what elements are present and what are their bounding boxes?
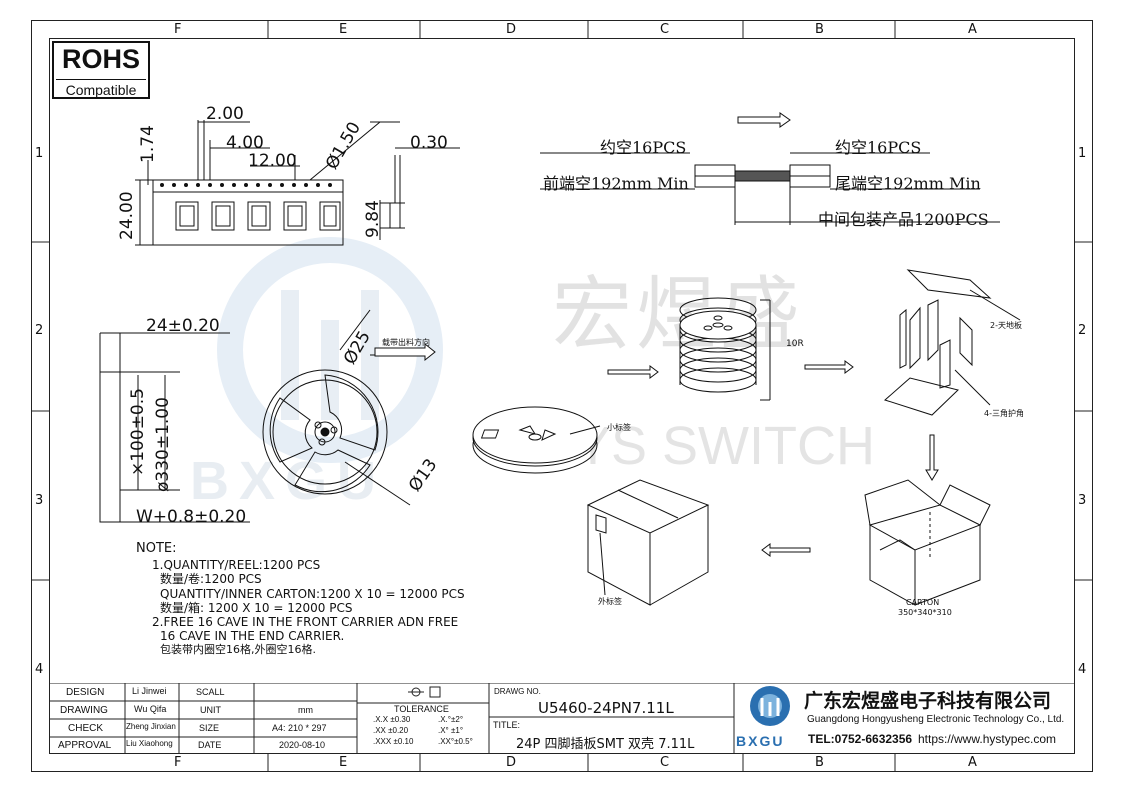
drawing-inner-frame bbox=[49, 38, 1075, 754]
trailer-right-top: 约空16PCS bbox=[835, 138, 922, 157]
tolerance-value: .X° ±1° bbox=[438, 726, 464, 735]
zone-row-right: 4 bbox=[1078, 662, 1087, 677]
note-heading: NOTE: bbox=[136, 541, 177, 556]
zone-col-top: F bbox=[174, 22, 182, 37]
dim-pitch-hole: 4.00 bbox=[226, 133, 264, 153]
zone-col-bottom: C bbox=[660, 755, 670, 770]
packing-flow-drawing bbox=[472, 269, 1021, 606]
company-name-chinese: 广东宏煜盛电子科技有限公司 bbox=[804, 690, 1052, 712]
rohs-title: ROHS bbox=[61, 44, 140, 74]
note-line: 数量/卷:1200 PCS bbox=[160, 572, 262, 586]
design-label: DESIGN bbox=[66, 687, 105, 698]
tolerance-value: .XXX ±0.10 bbox=[373, 737, 414, 746]
zone-col-top: B bbox=[815, 22, 824, 37]
drawing-label: DRAWING bbox=[60, 705, 108, 716]
zone-row-left: 4 bbox=[35, 662, 44, 677]
zone-row-left: 2 bbox=[35, 323, 44, 338]
dim-pitch-part: 12.00 bbox=[248, 151, 297, 171]
note-line: 2.FREE 16 CAVE IN THE FRONT CARRIER ADN … bbox=[152, 615, 459, 629]
watermark-chinese: 宏煜盛 bbox=[552, 268, 804, 361]
outer-label-text: 外标签 bbox=[598, 597, 622, 606]
top-board-label: 2-天地板 bbox=[990, 321, 1022, 330]
note-line: QUANTITY/INNER CARTON:1200 X 10 = 12000 … bbox=[160, 587, 465, 601]
feed-direction-label: 载带出料方向 bbox=[382, 338, 430, 347]
zone-col-bottom: F bbox=[174, 755, 182, 770]
zone-row-left: 3 bbox=[35, 493, 44, 508]
company-tel: TEL:0752-6632356 bbox=[808, 732, 913, 746]
note-line: 数量/箱: 1200 X 10 = 12000 PCS bbox=[160, 601, 353, 615]
zone-col-top: C bbox=[660, 22, 670, 37]
zone-col-bottom: E bbox=[339, 755, 348, 770]
dim-tape-width: 24.00 bbox=[117, 191, 137, 240]
tolerance-value: .X.X ±0.30 bbox=[373, 715, 411, 724]
dim-thickness: 0.30 bbox=[410, 133, 448, 153]
size-value: A4: 210 * 297 bbox=[272, 723, 327, 733]
note-line: 1.QUANTITY/REEL:1200 PCS bbox=[152, 558, 321, 572]
note-line: 16 CAVE IN THE END CARRIER. bbox=[160, 629, 345, 643]
zone-row-right: 3 bbox=[1078, 493, 1087, 508]
size-label: SIZE bbox=[199, 723, 220, 733]
dim-pitch-small: 2.00 bbox=[206, 104, 244, 124]
company-logo-icon bbox=[750, 686, 790, 726]
check-name: Zheng Jinxian bbox=[126, 722, 176, 731]
rohs-subtitle: Compatible bbox=[65, 82, 137, 98]
zone-col-bottom: D bbox=[506, 755, 517, 770]
company-url[interactable]: https://www.hystypec.com bbox=[918, 732, 1057, 746]
company-logo-text: BXGU bbox=[736, 733, 785, 749]
zone-row-left: 1 bbox=[35, 146, 44, 161]
leader-left-bottom: 前端空192mm Min bbox=[543, 174, 689, 193]
dim-edge: 1.74 bbox=[138, 125, 158, 163]
corner-guard-label: 4-三角护角 bbox=[984, 409, 1024, 418]
zone-col-bottom: B bbox=[815, 755, 824, 770]
reel-drawing bbox=[99, 309, 436, 523]
dim-reel-dia: ø330±1.00 bbox=[153, 397, 173, 492]
unit-value: mm bbox=[298, 705, 313, 715]
unit-label: UNIT bbox=[200, 705, 221, 715]
leader-trailer-diagram bbox=[540, 112, 1000, 225]
middle-product-count: 中间包装产品1200PCS bbox=[818, 210, 989, 229]
design-name: Li Jinwei bbox=[132, 686, 167, 696]
drawing-outer-frame bbox=[31, 20, 1093, 772]
tolerance-label: TOLERANCE bbox=[394, 704, 449, 714]
watermark-english: YS SWITCH bbox=[575, 416, 876, 476]
zone-row-right: 2 bbox=[1078, 323, 1087, 338]
leader-left-top: 约空16PCS bbox=[600, 138, 687, 157]
small-label-text: 小标签 bbox=[607, 423, 631, 432]
stack-count-label: 10R bbox=[786, 339, 804, 349]
drawing-number: U5460-24PN7.11L bbox=[538, 699, 674, 717]
company-name-english: Guangdong Hongyusheng Electronic Technol… bbox=[807, 714, 1065, 725]
dim-outer-width: W+0.8±0.20 bbox=[136, 507, 247, 527]
carton-title: CARTON bbox=[906, 598, 940, 607]
title-label: TITLE: bbox=[493, 720, 521, 730]
note-line: 包装带内圈空16格,外圈空16格. bbox=[160, 643, 316, 656]
drawing-name: Wu Qifa bbox=[134, 704, 167, 714]
zone-col-top: A bbox=[968, 22, 977, 37]
date-value: 2020-08-10 bbox=[279, 740, 326, 750]
drawing-no-label: DRAWG NO. bbox=[494, 687, 541, 696]
date-label: DATE bbox=[198, 740, 222, 750]
drawing-title: 24P 四脚插板SMT 双壳 7.11L bbox=[516, 737, 695, 752]
approval-name: Liu Xiaohong bbox=[126, 739, 173, 748]
carrier-tape-drawing bbox=[135, 120, 460, 246]
dim-hub-dia: ×100±0.5 bbox=[128, 388, 148, 476]
rohs-badge: ROHS Compatible bbox=[52, 41, 150, 99]
dim-reel-width: 24±0.20 bbox=[146, 316, 220, 336]
title-block-lines bbox=[49, 683, 1075, 754]
zone-col-top: D bbox=[506, 22, 517, 37]
zone-row-right: 1 bbox=[1078, 146, 1087, 161]
tolerance-value: .XX ±0.20 bbox=[373, 726, 409, 735]
dim-depth: 9.84 bbox=[363, 200, 383, 238]
zone-col-top: E bbox=[339, 22, 348, 37]
carton-size: 350*340*310 bbox=[898, 608, 952, 617]
trailer-right-bottom: 尾端空192mm Min bbox=[835, 174, 981, 193]
scall-label: SCALL bbox=[196, 687, 225, 697]
zone-col-bottom: A bbox=[968, 755, 977, 770]
approval-label: APPROVAL bbox=[58, 740, 112, 751]
tolerance-value: .XX°±0.5° bbox=[438, 737, 473, 746]
tolerance-value: .X.°±2° bbox=[438, 715, 464, 724]
check-label: CHECK bbox=[68, 723, 104, 734]
